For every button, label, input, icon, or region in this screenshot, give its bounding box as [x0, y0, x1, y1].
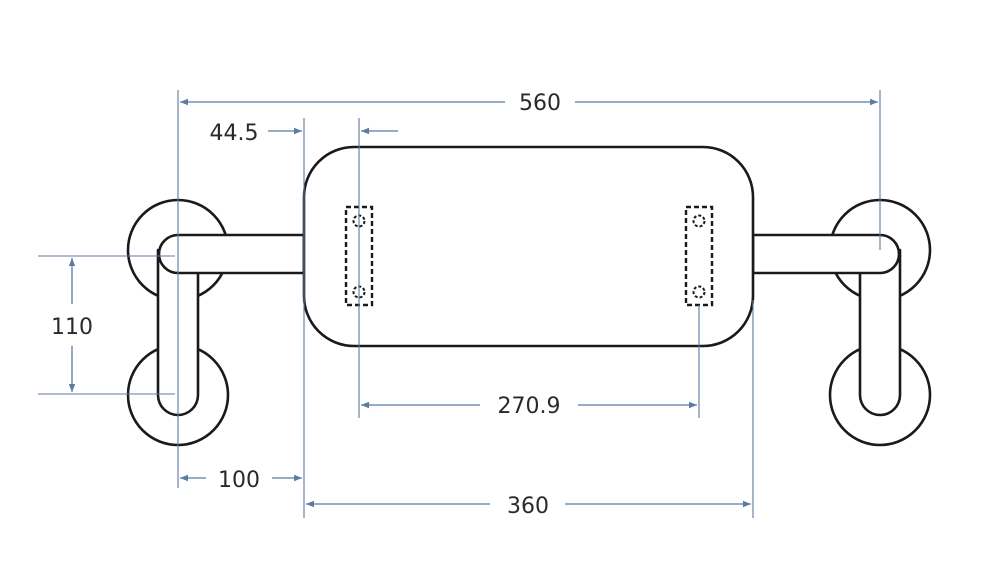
dimension-label-44-5: 44.5 — [210, 121, 259, 146]
right-lower-hole — [692, 285, 706, 299]
dimension-projection: 100 — [180, 468, 302, 493]
dimension-label-110: 110 — [51, 315, 93, 340]
dimension-label-270-9: 270.9 — [498, 394, 561, 419]
dimension-label-560: 560 — [519, 91, 561, 116]
right-vertical-post — [858, 248, 902, 417]
dimension-label-360: 360 — [507, 494, 549, 519]
dimension-pad-width: 360 — [306, 494, 751, 519]
dimension-height: 110 — [51, 258, 93, 392]
dimension-overall-width: 560 — [180, 91, 878, 116]
right-upper-hole — [692, 214, 706, 228]
dimension-hole-spacing: 270.9 — [361, 394, 697, 419]
right-horizontal-arm — [751, 233, 901, 275]
right-bracket — [751, 198, 932, 447]
extension-lines — [38, 90, 881, 518]
left-bracket — [126, 198, 306, 447]
left-horizontal-arm — [157, 233, 306, 275]
dimension-offset: 44.5 — [210, 121, 398, 146]
dimension-label-100: 100 — [218, 468, 260, 493]
